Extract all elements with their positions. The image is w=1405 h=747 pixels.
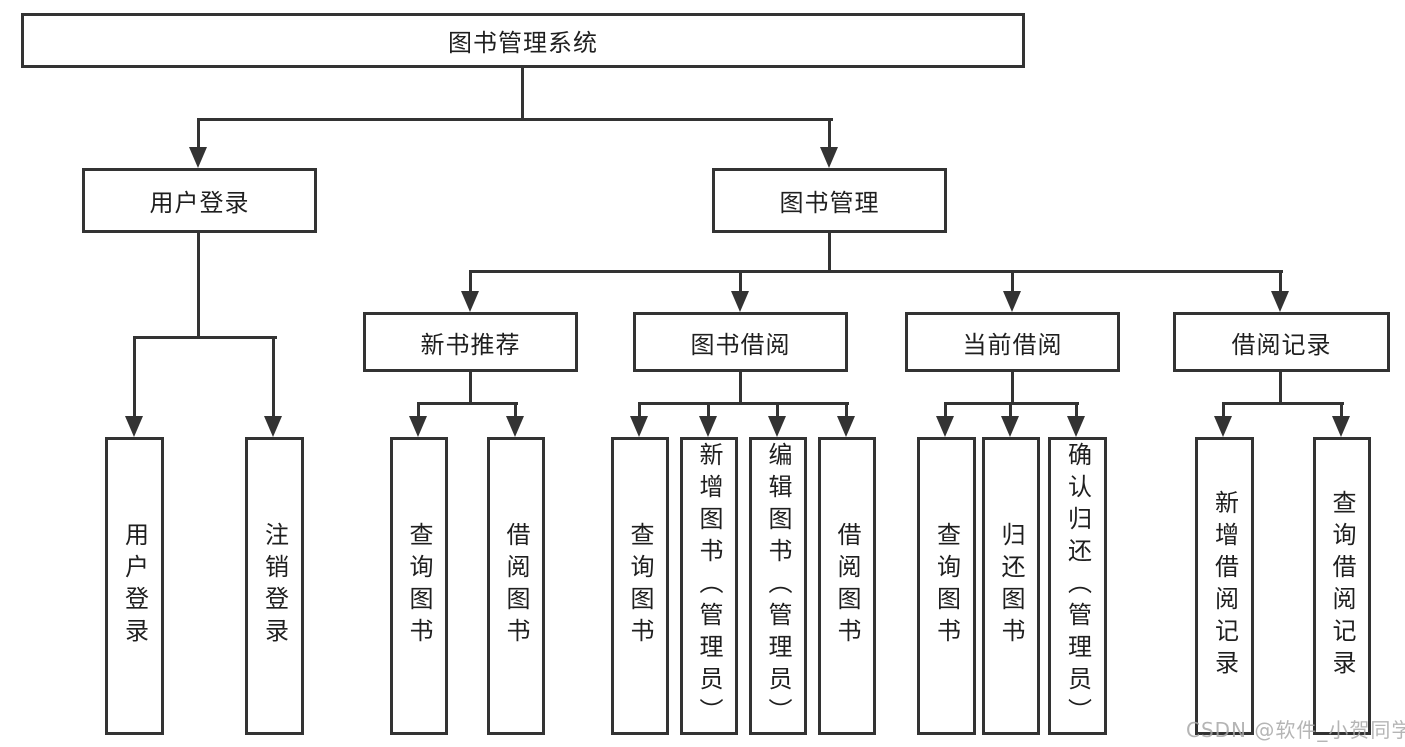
arrow-down-icon: [936, 416, 954, 437]
arrow-down-icon: [699, 416, 717, 437]
arrow-down-icon: [461, 291, 479, 312]
node-leaf-query-books-2: 查询图书: [611, 437, 669, 735]
edge-records-stem: [1279, 372, 1282, 405]
node-leaf-borrow-books-2: 借阅图书: [818, 437, 876, 735]
edge-root-stem: [521, 68, 524, 120]
arrow-down-icon: [506, 416, 524, 437]
arrow-down-icon: [1067, 416, 1085, 437]
edge-leaf-drop: [1340, 402, 1343, 420]
edge-modules-rail: [469, 270, 1283, 273]
node-leaf-add-book-admin: 新增图书（管理员）: [680, 437, 738, 735]
node-label: 查询图书: [932, 522, 961, 650]
node-leaf-add-borrow-record: 新增借阅记录: [1195, 437, 1254, 735]
node-leaf-query-borrow-record: 查询借阅记录: [1313, 437, 1371, 735]
arrow-down-icon: [189, 147, 207, 168]
node-root: 图书管理系统: [21, 13, 1025, 68]
node-label: 查询借阅记录: [1328, 490, 1356, 682]
arrow-down-icon: [1214, 416, 1232, 437]
node-leaf-confirm-return-admin: 确认归还（管理员）: [1048, 437, 1107, 735]
edge-leaf-drop: [707, 402, 710, 420]
edge-leaf-drop: [1075, 402, 1078, 420]
node-leaf-query-books-3: 查询图书: [917, 437, 976, 735]
edge-module-drop: [1011, 270, 1014, 294]
node-label: 查询图书: [405, 522, 433, 650]
node-label: 编辑图书（管理员）: [764, 442, 792, 730]
csdn-watermark: CSDN @软件_小贺同学: [1186, 718, 1405, 742]
edge-module-drop: [739, 270, 742, 294]
edge-level1-rail: [197, 118, 833, 121]
edge-login-child-drop: [133, 336, 136, 418]
edge-mgmt-stem: [828, 233, 831, 273]
edge-login-child-drop: [272, 336, 275, 418]
arrow-down-icon: [820, 147, 838, 168]
node-label: 新增借阅记录: [1210, 490, 1239, 682]
node-book-mgmt: 图书管理: [712, 168, 947, 233]
edge-leaf-drop: [417, 402, 420, 420]
arrow-down-icon: [837, 416, 855, 437]
arrow-down-icon: [264, 416, 282, 437]
node-leaf-edit-book-admin: 编辑图书（管理员）: [749, 437, 807, 735]
edge-leaf-drop: [776, 402, 779, 420]
arrow-down-icon: [1001, 416, 1019, 437]
edge-login-stem: [197, 233, 200, 339]
node-label: 借阅图书: [833, 522, 861, 650]
edge-module-drop: [1279, 270, 1282, 294]
arrow-down-icon: [1271, 291, 1289, 312]
node-label: 借阅图书: [502, 522, 530, 650]
edge-borrow-stem: [739, 372, 742, 405]
node-current-borrow: 当前借阅: [905, 312, 1120, 372]
edge-leaf-drop: [1009, 402, 1012, 420]
node-label: 新增图书（管理员）: [695, 442, 723, 730]
edge-login-rail: [133, 336, 277, 339]
node-user-login: 用户登录: [82, 168, 317, 233]
arrow-down-icon: [731, 291, 749, 312]
node-label: 确认归还（管理员）: [1063, 442, 1092, 730]
node-leaf-query-books-1: 查询图书: [390, 437, 448, 735]
node-label: 用户登录: [120, 522, 149, 650]
edge-newbook-rail: [417, 402, 518, 405]
arrow-down-icon: [409, 416, 427, 437]
node-new-book-rec: 新书推荐: [363, 312, 578, 372]
node-borrow-records: 借阅记录: [1173, 312, 1390, 372]
node-label: 查询图书: [626, 522, 654, 650]
node-label: 注销登录: [260, 522, 289, 650]
edge-leaf-drop: [514, 402, 517, 420]
edge-borrow-rail: [638, 402, 849, 405]
arrow-down-icon: [125, 416, 143, 437]
edge-mgmt-drop: [828, 118, 831, 150]
arrow-down-icon: [1332, 416, 1350, 437]
edge-leaf-drop: [638, 402, 641, 420]
arrow-down-icon: [630, 416, 648, 437]
arrow-down-icon: [1003, 291, 1021, 312]
edge-newbook-stem: [469, 372, 472, 405]
node-leaf-return-book: 归还图书: [982, 437, 1040, 735]
edge-login-drop: [197, 118, 200, 150]
node-leaf-borrow-books-1: 借阅图书: [487, 437, 545, 735]
edge-module-drop: [469, 270, 472, 294]
node-leaf-logout: 注销登录: [245, 437, 304, 735]
node-book-borrow: 图书借阅: [633, 312, 848, 372]
edge-current-stem: [1011, 372, 1014, 405]
edge-leaf-drop: [1222, 402, 1225, 420]
edge-leaf-drop: [944, 402, 947, 420]
node-label: 归还图书: [997, 522, 1025, 650]
arrow-down-icon: [768, 416, 786, 437]
edge-records-rail: [1222, 402, 1344, 405]
node-leaf-user-login: 用户登录: [105, 437, 164, 735]
edge-leaf-drop: [845, 402, 848, 420]
